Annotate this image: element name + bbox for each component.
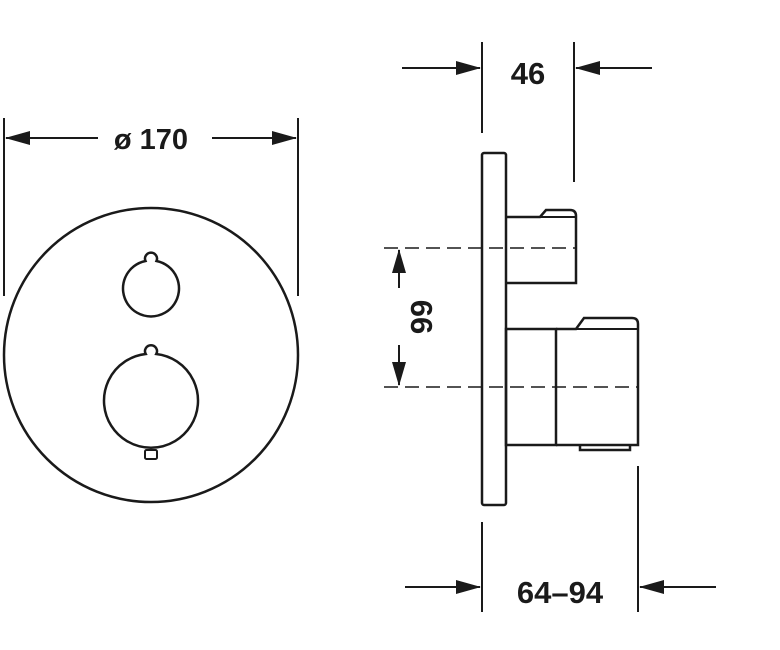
spacing-label: 66 bbox=[404, 300, 439, 334]
arrowhead-bottom bbox=[392, 362, 406, 386]
arrowhead-right bbox=[639, 580, 664, 594]
upper-knob-side bbox=[506, 208, 578, 285]
side-view: 46 66 bbox=[384, 42, 716, 612]
arrowhead-right bbox=[575, 61, 600, 75]
escutcheon-plate bbox=[2, 206, 300, 504]
projection-dimension: 64–94 bbox=[405, 466, 716, 612]
diameter-dimension: ø 170 bbox=[3, 118, 299, 296]
lower-knob bbox=[102, 344, 200, 449]
arrowhead-left bbox=[456, 61, 481, 75]
safety-stop-button bbox=[144, 449, 158, 460]
escutcheon-side bbox=[480, 151, 508, 507]
arrowhead-right bbox=[272, 131, 297, 145]
depth-label: 46 bbox=[511, 56, 545, 91]
diameter-label: ø 170 bbox=[114, 124, 188, 156]
arrowhead-left bbox=[456, 580, 481, 594]
front-view: ø 170 bbox=[2, 118, 300, 504]
projection-label: 64–94 bbox=[517, 575, 604, 610]
lower-knob-side bbox=[504, 316, 640, 452]
spacing-dimension: 66 bbox=[392, 249, 439, 386]
arrowhead-top bbox=[392, 249, 406, 273]
depth-dimension: 46 bbox=[402, 42, 652, 182]
upper-knob bbox=[121, 251, 181, 318]
arrowhead-left bbox=[5, 131, 30, 145]
